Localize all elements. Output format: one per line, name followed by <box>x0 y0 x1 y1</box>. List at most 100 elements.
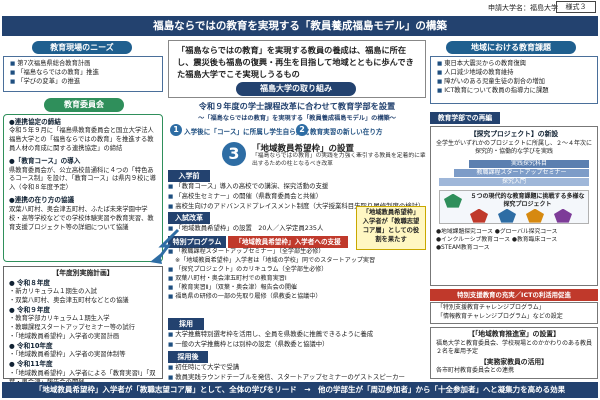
stair-practice: 実践探究科目 <box>469 159 589 168</box>
needs-item: 「福島ならではの教育」推進 <box>10 69 156 78</box>
schedule-item: ・新カリキュラム１期生の入試 <box>9 288 97 295</box>
point-3-text: 「福島ならではの教育」の実践を力強く牽引する教員を定着的に輩出するための柱となる… <box>252 153 426 167</box>
schedule-year: ● 令和９年度 ・教育学部カリキュラム１期生入学 ・教職課程スタートアップセミナ… <box>9 306 157 342</box>
board-section-title: ●連携の在り方の協議 <box>9 196 75 205</box>
reform-block: 令和９年度の学士課程改革に合わせて教育学部を設置 〜「福島ならではの教育」を実現… <box>168 98 426 138</box>
board-section-title: ●「教育コース」の導入 <box>9 157 81 166</box>
point-1-text: 入学後に「コース」に所属し学生自ら探究 <box>184 128 309 136</box>
schedule-year-label: ● 令和11年度 <box>9 360 53 369</box>
reform-heading: 教育学部での再編 <box>430 112 500 124</box>
needs-heading: 教育現場のニーズ <box>32 41 132 54</box>
program-item: 福島県の研修の一部の先取り履修（県教委と協議中） <box>168 293 426 302</box>
footer-summary: 「地域教員希望枠」入学者が「教職志望コア層」として、全体の学びをリード → 他の… <box>2 382 598 398</box>
region-item: 人口減少地域の教育維持 <box>437 69 591 78</box>
stairs-diagram: 実践探究科目 教職課程スタートアップセミナー 探究入門 <box>439 159 589 186</box>
schedule-item: ・教職課程スタートアップセミナー等の試行 <box>9 324 135 332</box>
point-2-text: 教育実習の新しい在り方 <box>310 128 383 136</box>
point-2-badge: 2 <box>296 124 308 136</box>
entrance-item: 「教育コース」導入の高校での講演、探究活動の支援 <box>168 182 426 192</box>
pentagon-icon <box>526 208 544 223</box>
schedule-box: 【年度別実施計画】 ● 令和８年度 ・新カリキュラム１期生の入試 ・双葉八町村、… <box>3 266 163 386</box>
hire-label: 採用 <box>168 318 204 330</box>
pentagon-panel: ５つの現代的な教育課題に挑戦する多様な探究プロジェクト <box>439 189 589 224</box>
promotion-text: 福島大学と教育委員会、学校現場とのかかわりのある教員２名を雇用予定 <box>436 339 592 356</box>
promotion-box: 【「地域教育推進室」の設置】 福島大学と教育委員会、学校現場とのかかわりのある教… <box>430 327 598 379</box>
after-hire-items: 初任時にて大学で受講 教員実践ラウンドテーブルを発信、スタートアップセミナーのゲ… <box>168 363 426 383</box>
course-item: ●STEAM教育コース <box>436 245 490 252</box>
form-number: 様式３ <box>556 1 596 13</box>
board-box: ●連携協定の締結 令和５年９月に「福島県教育委員会と国立大学法人福島大学との「福… <box>3 114 163 262</box>
point-3-title: 「地域教員希望枠」の設置 <box>252 144 355 154</box>
hire-item: 大学推薦特別選考枠を活用し、全員を県教委に推薦できるように養成 <box>168 330 426 340</box>
ict-item: 「特別支援教育チャレンジプログラム」 <box>437 304 545 311</box>
course-item: ●地域課題探究コース ●グローバル探究コース <box>436 228 558 235</box>
entrance-items: 「教育コース」導入の高校での講演、探究活動の支援 「高校生セミナー」の開催（県教… <box>168 182 426 212</box>
board-section-title: ●連携協定の締結 <box>9 118 61 126</box>
board-section-partnership: ●連携の在り方の協議 双葉八町村、奥会津五町村、ふたば未来学園中学校・高等学校な… <box>9 196 157 232</box>
ict-heading: 特別支援教育の充実／ICTの利活用促進 <box>430 289 598 301</box>
stair-intro: 探究入門 <box>439 177 589 186</box>
practitioner-text: 各市町村教育委員会との連携 <box>436 367 514 375</box>
pentagon-text: ５つの現代的な教育課題に挑戦する多様な探究プロジェクト <box>470 192 585 209</box>
reform-subtitle: 〜「福島ならではの教育」を実現する「教員養成福島モデル」の構築〜 <box>198 115 396 122</box>
exam-items: 「地域教員希望枠」の設置 20人／入学定員235人 <box>168 224 354 234</box>
point-3-badge: 3 <box>222 142 246 166</box>
program-item: 「教育実習Ⅱ」（双葉・奥会津）報告会の開催 <box>168 284 426 293</box>
region-item: ICT教育について教員の指導力に課題 <box>437 87 591 96</box>
applicant-name: 申請大学名：福島大学 <box>488 4 558 12</box>
schedule-item: ・双葉八町村、奥会津五町村などとの協議 <box>9 296 129 304</box>
program-label: 特別プログラム <box>168 236 226 248</box>
needs-item: 「学びの変革」の推進 <box>10 78 156 87</box>
ict-box: 「特別支援教育チャレンジプログラム」 「情報教育チャレンジプログラム」などの設定 <box>430 302 598 324</box>
pentagon-icon <box>498 208 516 223</box>
course-item: ●インクルーシブ教育コース ●教育臨床コース <box>436 237 558 244</box>
program-item: 双葉八町村・奥会津五町村での教育実習Ⅰ <box>168 275 426 284</box>
schedule-item: ・「地域教員希望枠」入学者の実習体制等 <box>9 351 126 359</box>
board-section-text: 県教育委員会が、公立高校普通科に４つの「特色あるコース制」を設け、「教育コース」… <box>9 166 157 192</box>
schedule-year: ● 令和10年度 ・「地域教員希望枠」入学者の実習体制等 <box>9 342 157 360</box>
entrance-label: 入学前 <box>168 170 210 182</box>
practitioner-heading: 【実務家教員の活用】 <box>480 357 548 366</box>
program-item: 「教職課程スタートアップセミナー」（全学部生必修） <box>168 248 426 257</box>
program-item-note: ※「地域教員希望枠」入学者は「地域の学校」同でのスタートアップ実習 <box>175 256 376 264</box>
project-heading: 【探究プロジェクト】の新設 <box>469 130 559 138</box>
board-heading: 教育委員会 <box>44 98 124 112</box>
region-box: 東日本大震災からの教育復興 人口減少地域の教育維持 障がいのある児童生徒の割合の… <box>430 56 598 104</box>
stair-seminar: 教職課程スタートアップセミナー <box>454 168 589 177</box>
hire-item: 一般の大学推薦枠とは別枠の設定（県教委と協議中） <box>168 340 426 350</box>
pentagon-icon <box>554 208 572 223</box>
exam-label: 入試改革 <box>168 212 210 224</box>
schedule-heading: 【年度別実施計画】 <box>52 269 114 277</box>
reform-title: 令和９年度の学士課程改革に合わせて教育学部を設置 <box>198 101 396 111</box>
pentagon-icon <box>444 193 462 208</box>
entrance-item: 「高校生セミナー」の開催（県教育委員会と共催） <box>168 192 426 202</box>
hire-items: 大学推薦特別選考枠を活用し、全員を県教委に推薦できるように養成 一般の大学推薦枠… <box>168 330 426 350</box>
exam-item: 「地域教員希望枠」の設置 20人／入学定員235人 <box>168 224 354 234</box>
point-1-badge: 1 <box>170 124 182 136</box>
pentagon-icon <box>470 208 488 223</box>
schedule-year-label: ● 令和９年度 <box>9 305 51 314</box>
schedule-year-label: ● 令和８年度 <box>9 278 51 287</box>
region-item: 東日本大震災からの教育復興 <box>437 60 591 69</box>
schedule-item: ・「地域教員希望枠」入学者の実習計画 <box>9 333 120 341</box>
board-section-course: ●「教育コース」の導入 県教育委員会が、公立高校普通科に４つの「特色あるコース制… <box>9 157 157 193</box>
after-hire-item: 教員実践ラウンドテーブルを発信、スタートアップセミナーのゲストスピーカー <box>168 373 426 383</box>
after-hire-label: 採用後 <box>168 351 208 363</box>
schedule-year-label: ● 令和10年度 <box>9 342 53 351</box>
promotion-heading: 【「地域教育推進室」の設置】 <box>468 330 560 338</box>
program-items: 「教職課程スタートアップセミナー」（全学部生必修） ※「地域教員希望枠」入学者は… <box>168 248 426 302</box>
program-item: 「探究プロジェクト」のカリキュラム（全学部生必修） <box>168 266 426 275</box>
project-text: 全学生がいずれかのプロジェクトに所属し、２〜４年次に探究的・協働的な学びを実践 <box>436 139 593 156</box>
core-role-callout: 「地域教員希望枠」入学者が「教職志望コア層」としての役割を果たす <box>356 206 426 250</box>
board-section-agreement: ●連携協定の締結 令和５年９月に「福島県教育委員会と国立大学法人福島大学との「福… <box>9 118 157 154</box>
region-item: 障がいのある児童生徒の割合の増加 <box>437 78 591 87</box>
project-box: 【探究プロジェクト】の新設 全学生がいずれかのプロジェクトに所属し、２〜４年次に… <box>430 126 598 286</box>
board-section-text: 令和５年９月に「福島県教育委員会と国立大学法人福島大学との「福島ならではの教育」… <box>9 127 154 153</box>
schedule-item: ・教育学部カリキュラム１期生入学 <box>9 315 110 323</box>
entrance-item: 高校生向けのアドバンスドプレイスメント制度（大学授業科目先取り履修制度の検討） <box>168 202 426 212</box>
intro-box: 「福島ならではの教育」を実現する教員の養成は、福島に所在し、震災後も福島の復興・… <box>168 40 426 98</box>
course-list: ●地域課題探究コース ●グローバル探究コース ●インクルーシブ教育コース ●教育… <box>436 228 592 253</box>
after-hire-item: 初任時にて大学で受講 <box>168 363 426 373</box>
schedule-year: ● 令和８年度 ・新カリキュラム１期生の入試 ・双葉八町村、奥会津五町村などとの… <box>9 279 157 306</box>
page-title: 福島ならではの教育を実現する「教員養成福島モデル」の構築 <box>2 16 598 36</box>
